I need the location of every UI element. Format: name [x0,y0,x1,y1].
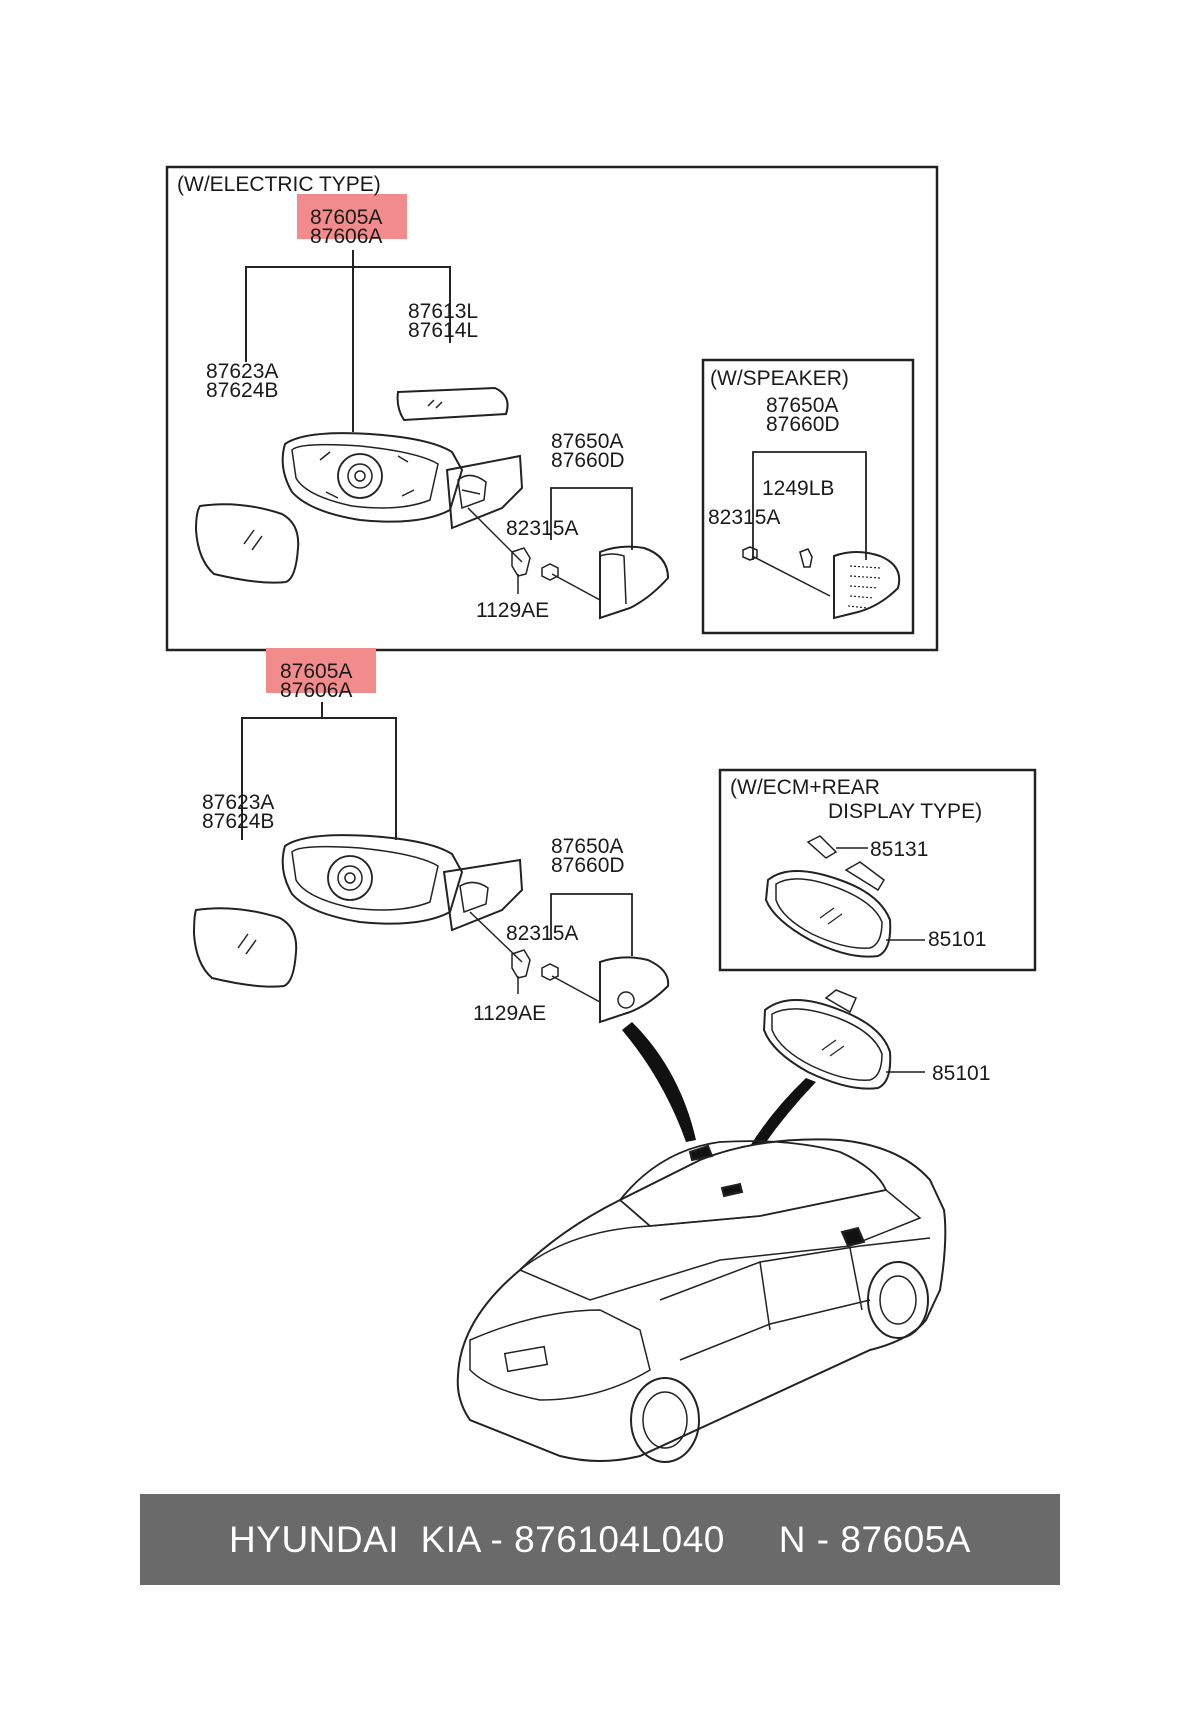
ecm-box [718,768,1037,972]
electric-cover-code-1: 87613L [408,300,478,323]
electric-assembly-code-2: 87606A [310,225,382,248]
electric-type-title: (W/ELECTRIC TYPE) [177,173,381,196]
mirror-glass [194,503,300,584]
footer-text: HYUNDAI KIA - 876104L040 N - 87605A [229,1518,971,1560]
electric-glass-code-2: 87624B [206,379,278,402]
speaker-cap-code-1: 87650A [766,394,838,417]
manual-assembly-code-2: 87606A [280,679,352,702]
car-illustration [456,1138,947,1463]
ecm-mirror [764,870,892,958]
speaker-nut [742,546,758,561]
ecm-title-line-1: (W/ECM+REAR [730,776,880,799]
speaker-cap-code-2: 87660D [766,413,840,436]
ecm-cover [806,835,838,859]
electric-cap-code-2: 87660D [551,449,625,472]
electric-glass-code-1: 87623A [206,360,278,383]
electric-assembly-highlight [297,194,407,239]
electric-cap-code-1: 87650A [551,430,623,453]
bolt-1129ae [511,547,531,577]
electric-cap-bracket [550,487,633,550]
manual-bracket [241,717,397,840]
speaker-box [701,358,915,635]
manual-cap-code-2: 87660D [551,854,625,877]
manual-assembly-code-1: 87605A [280,660,352,683]
electric-assembly-code-1: 87605A [310,206,382,229]
nut-82315a [541,563,559,581]
electric-cover-code-2: 87614L [408,319,478,342]
manual-bolt-code: 1129AE [473,1002,546,1025]
electric-type-box [165,165,939,652]
mirror-housing [281,432,464,523]
speaker-screw-code: 1249LB [762,477,834,500]
part-number-footer: HYUNDAI KIA - 876104L040 N - 87605A [140,1494,1060,1585]
speaker-cap [833,551,901,620]
speaker-screw [799,548,813,568]
speaker-title: (W/SPEAKER) [710,367,849,390]
manual-cap-code-1: 87650A [551,835,623,858]
speaker-bracket [752,451,867,560]
manual-glass-code-1: 87623A [202,791,274,814]
mirror-base [445,454,524,530]
electric-nut-code: 82315A [506,517,578,540]
mirror-cap [599,545,670,620]
ecm-cover-code: 85131 [870,838,928,861]
inside-mirror [762,999,892,1090]
manual-assembly-highlight [266,648,376,693]
electric-bolt-code: 1129AE [476,599,549,622]
electric-bracket [245,266,451,362]
speaker-nut-code: 82315A [708,506,780,529]
inside-mirror-code: 85101 [932,1062,990,1085]
ecm-title-line-2: DISPLAY TYPE) [828,800,982,823]
manual-glass-code-2: 87624B [202,810,274,833]
pointer-outside-mirror [622,1022,696,1142]
manual-nut-code: 82315A [506,922,578,945]
mirror-cover-trim [396,386,509,422]
ecm-mirror-code: 85101 [928,928,986,951]
